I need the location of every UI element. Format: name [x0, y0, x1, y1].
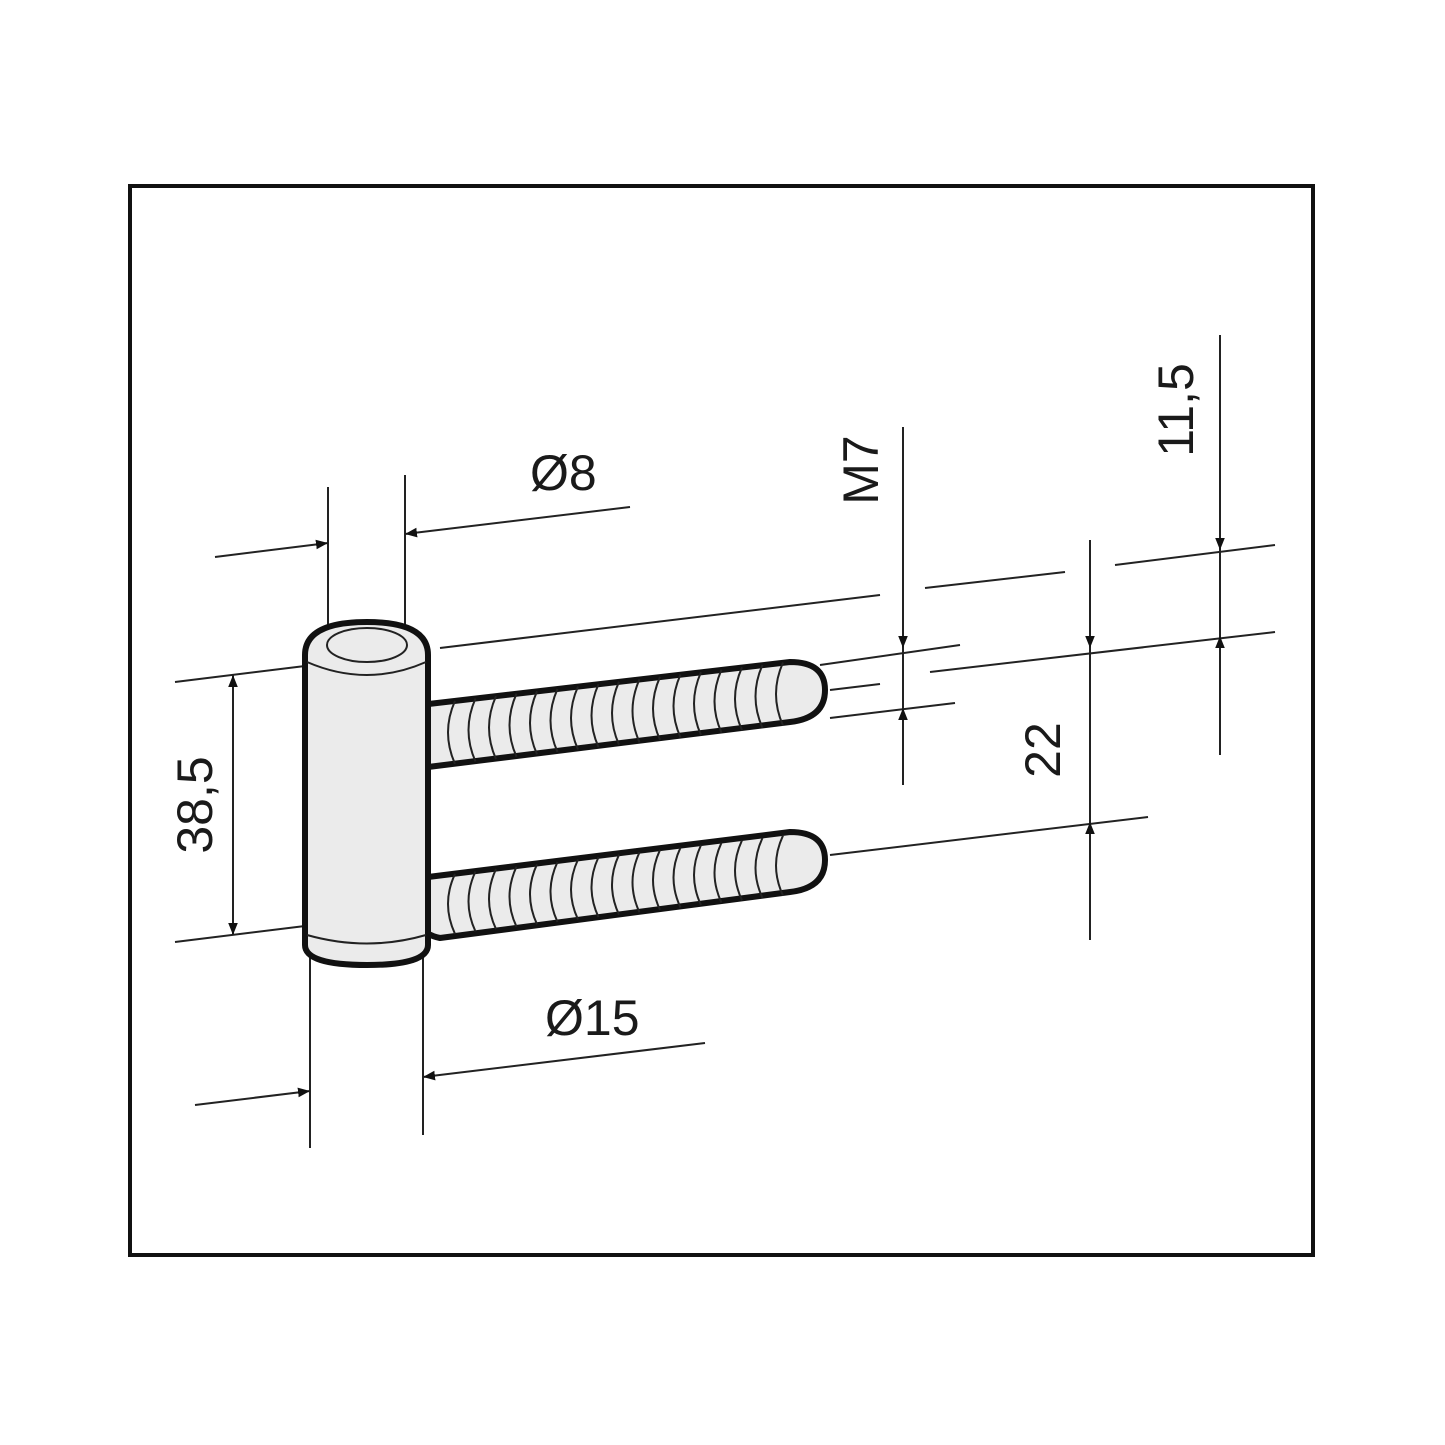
thread-ridge: [713, 669, 723, 734]
dim-thread: M7: [833, 435, 889, 504]
thread-ridge: [672, 674, 682, 738]
drawing-frame: [128, 184, 1315, 1257]
upper-pin: [417, 659, 828, 771]
thread-ridge: [590, 856, 600, 918]
thread-ridge: [529, 863, 538, 925]
dim-offset: 11,5: [1148, 363, 1204, 457]
thread-ridge: [693, 844, 702, 906]
thread-ridge: [631, 678, 641, 743]
thread-ridge: [754, 837, 764, 899]
dimension-lines: [194, 335, 1225, 1106]
thread-ridge: [447, 873, 456, 935]
thread-ridge: [549, 861, 559, 923]
thread-ridge: [529, 690, 538, 755]
thread-ridge: [488, 868, 497, 930]
thread-ridge: [508, 866, 518, 928]
lower-pin-threads: [447, 835, 784, 935]
thread-ridge: [775, 662, 784, 726]
thread-ridge: [754, 664, 764, 729]
thread-ridge: [611, 854, 620, 916]
thread-ridge: [672, 847, 682, 908]
lower-pin: [417, 829, 828, 941]
thread-ridge: [775, 835, 784, 896]
thread-ridge: [590, 683, 600, 748]
thread-ridge: [713, 842, 723, 904]
thread-ridge: [508, 693, 518, 758]
thread-ridge: [631, 851, 641, 913]
thread-ridge: [570, 859, 579, 920]
thread-ridge: [734, 666, 743, 731]
thread-ridge: [693, 671, 702, 736]
thread-ridge: [652, 849, 661, 911]
thread-ridge: [611, 681, 620, 746]
thread-ridge: [734, 839, 743, 901]
dim-pin-diameter: Ø8: [530, 445, 597, 501]
barrel: [302, 619, 431, 968]
thread-ridge: [549, 688, 559, 753]
thread-ridge: [447, 700, 456, 765]
thread-ridge: [652, 676, 661, 741]
dim-barrel-height: 38,5: [167, 756, 223, 853]
thread-ridge: [488, 695, 497, 760]
upper-pin-threads: [447, 662, 784, 765]
dim-pin-spacing: 22: [1015, 722, 1071, 778]
thread-ridge: [570, 686, 579, 750]
thread-ridge: [467, 871, 477, 932]
dim-barrel-diameter: Ø15: [545, 990, 640, 1046]
thread-ridge: [467, 698, 477, 762]
